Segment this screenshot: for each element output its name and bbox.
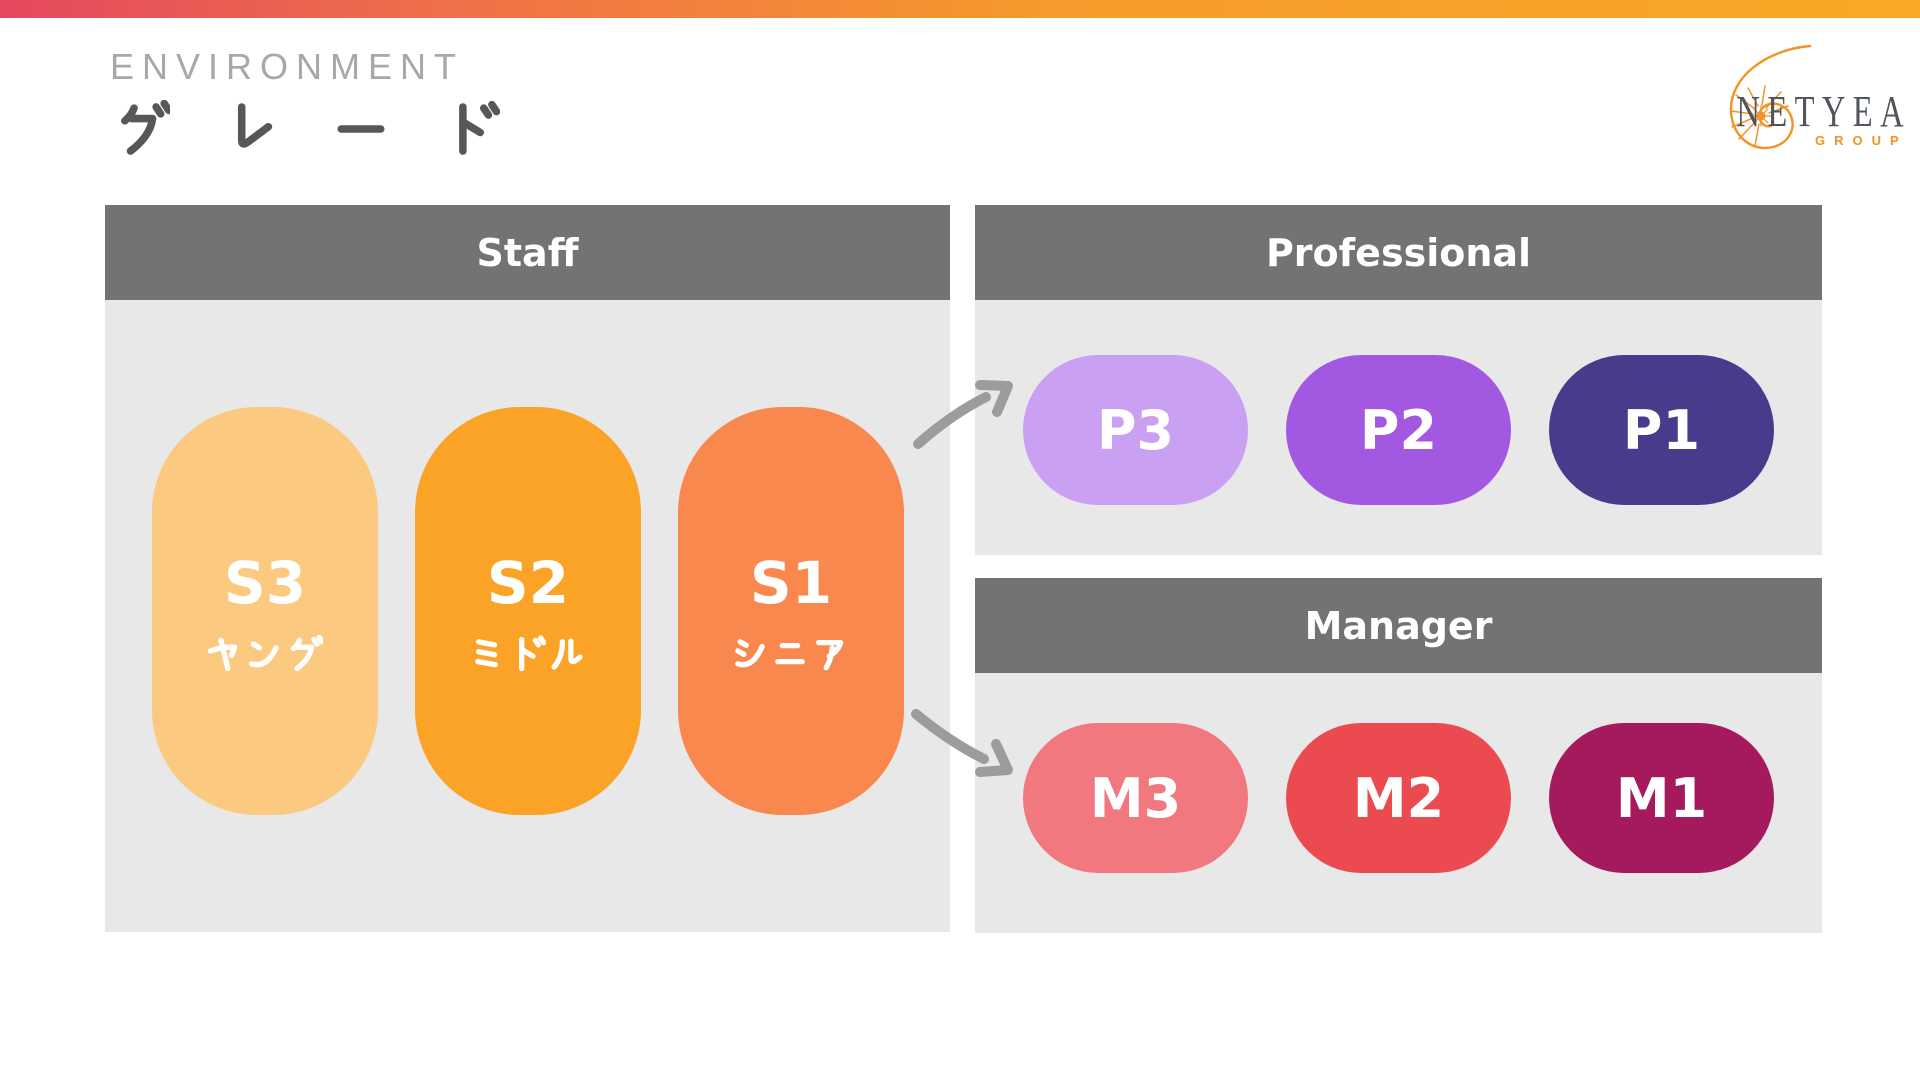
grade-code-p1: P1 xyxy=(1622,398,1701,462)
nautilus-shell-icon: NETYEAR GROUP xyxy=(1729,44,1920,150)
professional-panel-header: Professional xyxy=(975,205,1822,300)
grade-code-p2: P2 xyxy=(1359,398,1438,462)
logo-subtext: GROUP xyxy=(1815,133,1908,148)
manager-header-label: Manager xyxy=(1304,603,1493,648)
page-title xyxy=(112,100,500,158)
grade-pill-s1: S1 xyxy=(678,407,904,815)
grade-code-s2: S2 xyxy=(486,549,570,617)
grade-code-s3: S3 xyxy=(223,549,307,617)
grade-kana-s1 xyxy=(731,635,851,673)
staff-panel-header: Staff xyxy=(105,205,950,300)
grade-pill-p1: P1 xyxy=(1549,355,1774,505)
professional-header-label: Professional xyxy=(1265,230,1532,275)
grade-pill-s2: S2 xyxy=(415,407,641,815)
grade-pill-m2: M2 xyxy=(1286,723,1511,873)
grade-pill-m1: M1 xyxy=(1549,723,1774,873)
grade-kana-s3 xyxy=(205,635,325,673)
company-logo: NETYEAR GROUP xyxy=(1695,40,1920,155)
grade-code-m1: M1 xyxy=(1615,766,1708,830)
shell-center xyxy=(1756,111,1766,121)
grade-code-m3: M3 xyxy=(1089,766,1182,830)
grade-pill-p2: P2 xyxy=(1286,355,1511,505)
grade-code-s1: S1 xyxy=(749,549,833,617)
grade-code-p3: P3 xyxy=(1096,398,1175,462)
staff-header-label: Staff xyxy=(476,230,579,275)
grade-pill-s3: S3 xyxy=(152,407,378,815)
logo-wordmark: NETYEAR xyxy=(1736,88,1910,136)
grade-code-m2: M2 xyxy=(1352,766,1445,830)
grade-pill-p3: P3 xyxy=(1023,355,1248,505)
top-gradient-bar xyxy=(0,0,1920,18)
grade-pill-m3: M3 xyxy=(1023,723,1248,873)
manager-panel-header: Manager xyxy=(975,578,1822,673)
eyebrow-label: ENVIRONMENT xyxy=(110,46,465,87)
grade-kana-s2 xyxy=(468,635,588,673)
